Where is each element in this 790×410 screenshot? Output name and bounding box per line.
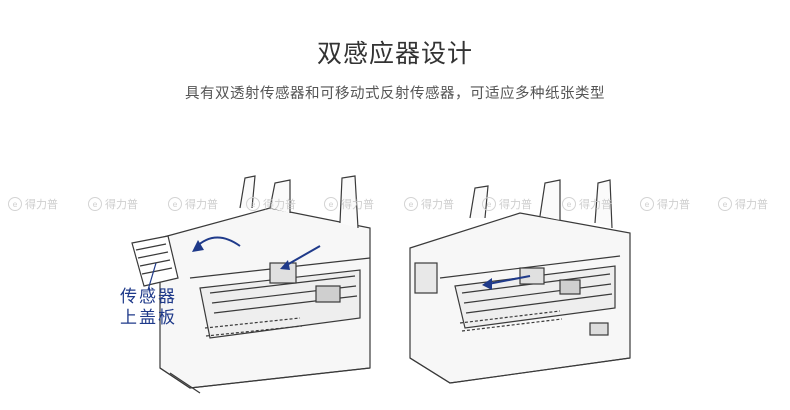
printer-movable-sensor-illustration <box>409 179 631 384</box>
logo-swirl-icon: e <box>88 197 102 211</box>
printer-sensor-cover-illustration <box>131 175 371 394</box>
logo-swirl-icon: e <box>640 197 654 211</box>
logo-swirl-icon: e <box>404 197 418 211</box>
logo-swirl-icon: e <box>324 197 338 211</box>
logo-swirl-icon: e <box>562 197 576 211</box>
logo-swirl-icon: e <box>168 197 182 211</box>
logo-swirl-icon: e <box>8 197 22 211</box>
logo-swirl-icon: e <box>718 197 732 211</box>
page-subtitle: 具有双透射传感器和可移动式反射传感器，可适应多种纸张类型 <box>185 86 605 102</box>
logo-swirl-icon: e <box>482 197 496 211</box>
page-title: 双感应器设计 <box>316 39 473 68</box>
callout-top-cover: 上盖板 <box>120 308 177 328</box>
callout-sensor: 传感器 <box>120 287 177 307</box>
logo-swirl-icon: e <box>246 197 260 211</box>
